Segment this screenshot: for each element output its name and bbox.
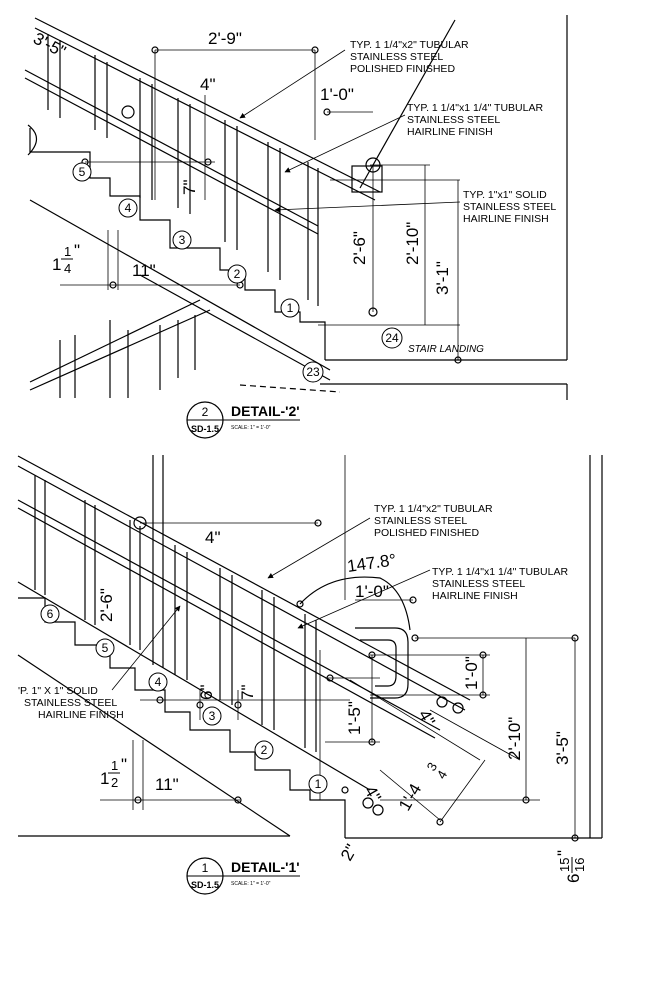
- d1-note-post-line2: STAINLESS STEEL: [432, 578, 525, 590]
- d2-scale: SCALE: 1" = 1'-0": [231, 425, 271, 431]
- d2-tag-2: 2: [234, 267, 241, 281]
- d2-note-bar-line1: TYP. 1"x1" SOLID: [463, 189, 547, 201]
- d1-note-bar-line2: STAINLESS STEEL: [24, 697, 117, 709]
- d1-detail-title: DETAIL-'1': [231, 859, 300, 875]
- d2-dim-1-0: 1'-0": [320, 85, 354, 104]
- d1-dim-6: 6": [197, 685, 216, 701]
- d1-dim-2: 2": [337, 841, 361, 864]
- d2-tags: 5 4 3 2 1 24 23: [72, 162, 403, 383]
- d1-note-post-line3: HAIRLINE FINISH: [432, 590, 518, 602]
- d2-dim-7: 7": [180, 180, 199, 196]
- d1-tag-4: 4: [155, 675, 162, 689]
- d1-dim-11: 11": [155, 775, 179, 794]
- d1-dim-4: 4": [205, 528, 221, 547]
- d1-dim-6-1516-whole: 6: [564, 874, 583, 883]
- d1-dim-1-4: 1'-4: [395, 780, 425, 814]
- d1-dim-6-1516: 6 15 16 ": [554, 850, 587, 883]
- d2-tag-1: 1: [287, 301, 294, 315]
- d1-dim-2-6: 2'-6": [97, 588, 116, 622]
- d2-detail-title: DETAIL-'2': [231, 403, 300, 419]
- d1-dim-6-1516-num: 15: [557, 858, 572, 872]
- d2-note-post-line3: HAIRLINE FINISH: [407, 126, 493, 138]
- d2-tag-4: 4: [125, 201, 132, 215]
- d1-sheet-ref: SD-1.5: [191, 880, 219, 890]
- d2-dim-114-num: 1: [64, 244, 71, 259]
- d1-tag-6: 6: [47, 607, 54, 621]
- d2-note-rail-line1: TYP. 1 1/4"x2" TUBULAR: [350, 39, 469, 51]
- steps-d1: [18, 597, 346, 838]
- d1-dim-7: 7": [238, 685, 257, 701]
- d1-note-post-line1: TYP. 1 1/4"x1 1/4" TUBULAR: [432, 566, 568, 578]
- d1-note-rail-line2: STAINLESS STEEL: [374, 515, 467, 527]
- d1-tag-2: 2: [261, 743, 268, 757]
- d2-tag-5: 5: [79, 165, 86, 179]
- d2-dim-2-9: 2'-9": [208, 29, 242, 48]
- d2-dim-11: 11": [132, 261, 156, 280]
- d1-dim-112-den: 2: [111, 775, 118, 790]
- d1-scale: SCALE: 1" = 1'-0": [231, 881, 271, 887]
- d1-note-bar-line3: HAIRLINE FINISH: [38, 709, 124, 721]
- d2-dim-114-unit: ": [74, 241, 80, 260]
- d1-dim-112-unit: ": [121, 755, 127, 774]
- d1-dim-112-num: 1: [111, 758, 118, 773]
- d2-dim-3-1: 3'-1": [433, 261, 452, 295]
- d1-dim-34-den: 4: [434, 768, 451, 782]
- d2-stair-landing-label: STAIR LANDING: [408, 344, 484, 355]
- d2-dim-114-whole: 1: [52, 255, 61, 274]
- d1-dim-1-5: 1'-5": [345, 701, 364, 735]
- d2-title-block: 2 SD-1.5 DETAIL-'2' SCALE: 1" = 1'-0": [186, 401, 300, 439]
- d1-dim-6-1516-den: 16: [572, 858, 587, 872]
- d1-dim-1-0a: 1'-0": [355, 582, 389, 601]
- d1-tag-3: 3: [209, 709, 216, 723]
- d2-note-bar-line2: STAINLESS STEEL: [463, 201, 556, 213]
- d1-dim-112-whole: 1: [100, 769, 109, 788]
- d1-dim-3-5: 3'-5": [553, 731, 572, 765]
- d2-dim-114-den: 4: [64, 261, 71, 276]
- d2-dim-3-5: 3'-5": [30, 29, 69, 62]
- d2-tag-23: 23: [306, 365, 320, 379]
- d1-tag-5: 5: [102, 641, 109, 655]
- d2-tag-3: 3: [179, 233, 186, 247]
- d2-sheet-ref: SD-1.5: [191, 424, 219, 434]
- d2-note-post-line2: STAINLESS STEEL: [407, 114, 500, 126]
- d2-tag-24: 24: [385, 331, 399, 345]
- d1-title-block: 1 SD-1.5 DETAIL-'1' SCALE: 1" = 1'-0": [186, 857, 300, 895]
- detail-1: [17, 455, 603, 842]
- d1-tag-1: 1: [315, 777, 322, 791]
- d1-dim-4b: 4": [415, 707, 439, 730]
- d2-dim-2-10: 2'-10": [403, 222, 422, 265]
- d1-tags: 6 5 4 3 2 1: [40, 604, 328, 794]
- d2-detail-number: 2: [202, 405, 209, 419]
- d1-dim-6-1516-unit: ": [554, 850, 573, 856]
- detail-2: [24, 15, 568, 400]
- d1-note-bar-line1: 'P. 1" X 1" SOLID: [18, 685, 98, 697]
- d1-dim-2-10: 2'-10": [505, 717, 524, 760]
- d2-note-post-line1: TYP. 1 1/4"x1 1/4" TUBULAR: [407, 102, 543, 114]
- balusters-d1: [34, 475, 317, 752]
- balusters-d2: [47, 34, 319, 306]
- d1-detail-number: 1: [202, 861, 209, 875]
- d1-dim-1-0b: 1'-0": [462, 656, 481, 690]
- d1-dim-angle: 147.8°: [346, 550, 398, 576]
- d1-note-rail-line3: POLISHED FINISHED: [374, 527, 479, 539]
- d2-dim-4: 4": [200, 75, 216, 94]
- d2-note-bar-line3: HAIRLINE FINISH: [463, 213, 549, 225]
- d1-note-rail-line1: TYP. 1 1/4"x2" TUBULAR: [374, 503, 493, 515]
- d2-dim-2-6: 2'-6": [350, 231, 369, 265]
- d2-note-rail-line2: STAINLESS STEEL: [350, 51, 443, 63]
- d2-note-rail-line3: POLISHED FINISHED: [350, 63, 455, 75]
